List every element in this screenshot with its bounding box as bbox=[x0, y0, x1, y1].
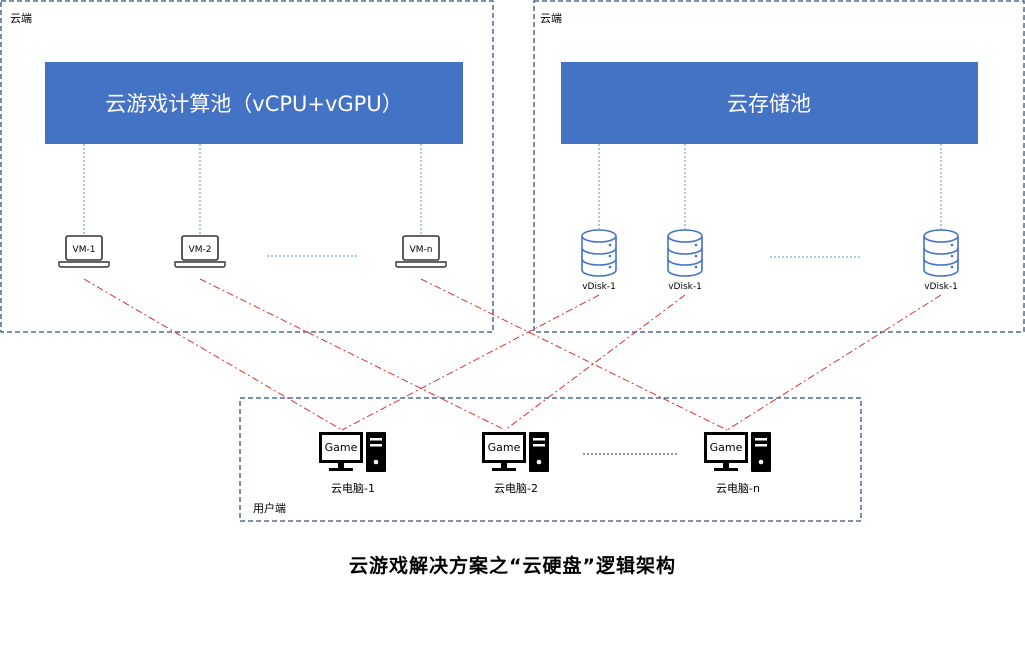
desktop-computer-icon bbox=[704, 432, 771, 472]
vdisk-label: vDisk-1 bbox=[924, 282, 958, 292]
cloud-zone-right bbox=[533, 0, 1025, 333]
client-label: 云电脑-1 bbox=[331, 482, 375, 495]
vm-label: VM-1 bbox=[73, 245, 96, 255]
user-zone bbox=[239, 397, 862, 522]
laptop-icon bbox=[395, 235, 447, 268]
link-vm-1-to-client-1 bbox=[83, 278, 343, 431]
vdisk-label: vDisk-1 bbox=[582, 282, 616, 292]
storage-pool-label: 云存储池 bbox=[727, 92, 811, 116]
vm-node-1: VM-1 bbox=[58, 235, 110, 268]
storage-pool bbox=[561, 62, 978, 144]
database-icon bbox=[923, 229, 959, 277]
client-screen-text: Game bbox=[325, 441, 358, 454]
client-label: 云电脑-n bbox=[716, 482, 760, 495]
client-node-n: Game 云电脑-n bbox=[704, 432, 771, 495]
client-screen-text: Game bbox=[488, 441, 521, 454]
cloud-zone-left bbox=[0, 0, 494, 333]
laptop-icon bbox=[58, 235, 110, 268]
laptop-icon bbox=[174, 235, 226, 268]
vm-node-n: VM-n bbox=[395, 235, 447, 268]
cloud-zone-right-label: 云端 bbox=[540, 12, 562, 25]
desktop-computer-icon bbox=[482, 432, 549, 472]
link-vdisk-1-to-client-1 bbox=[341, 294, 600, 431]
vm-node-2: VM-2 bbox=[174, 235, 226, 268]
vdisk-node-3: vDisk-1 bbox=[923, 229, 959, 292]
database-icon bbox=[581, 229, 617, 277]
user-zone-label: 用户端 bbox=[253, 501, 286, 515]
compute-pool bbox=[45, 62, 463, 144]
link-vm-2-to-client-2 bbox=[199, 278, 506, 431]
vdisk-node-1: vDisk-1 bbox=[581, 229, 617, 292]
client-node-2: Game 云电脑-2 bbox=[482, 432, 549, 495]
diagram-caption: 云游戏解决方案之“云硬盘”逻辑架构 bbox=[349, 555, 676, 577]
vdisk-node-2: vDisk-1 bbox=[667, 229, 703, 292]
desktop-computer-icon bbox=[319, 432, 386, 472]
link-vm-n-to-client-n bbox=[420, 278, 728, 431]
vdisk-label: vDisk-1 bbox=[668, 282, 702, 292]
link-vdisk-2-to-client-2 bbox=[504, 294, 686, 431]
database-icon bbox=[667, 229, 703, 277]
client-node-1: Game 云电脑-1 bbox=[319, 432, 386, 495]
client-screen-text: Game bbox=[710, 441, 743, 454]
compute-pool-label: 云游戏计算池（vCPU+vGPU） bbox=[105, 92, 402, 116]
vm-label: VM-2 bbox=[189, 245, 212, 255]
client-label: 云电脑-2 bbox=[494, 482, 538, 495]
cloud-zone-left-label: 云端 bbox=[10, 12, 32, 25]
vm-label: VM-n bbox=[410, 245, 433, 255]
link-vdisk-3-to-client-n bbox=[726, 294, 942, 431]
